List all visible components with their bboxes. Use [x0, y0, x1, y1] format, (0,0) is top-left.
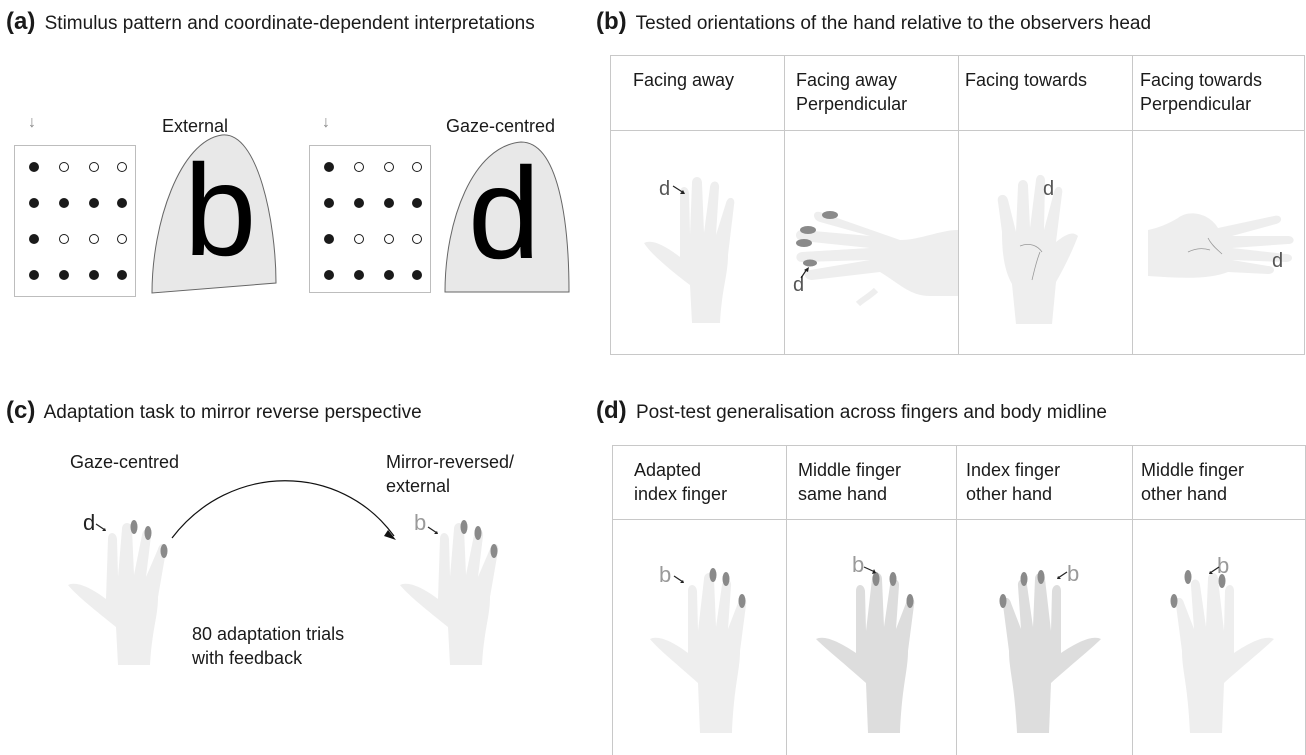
orientation-header-1: Facing away	[633, 70, 735, 90]
hand-index-other	[999, 570, 1101, 733]
filled-dot	[29, 198, 39, 208]
down-arrow-icon: ↓	[28, 114, 36, 131]
pointer-arrow-icon	[672, 185, 685, 194]
open-dot	[89, 234, 99, 244]
adaptation-arc-arrow	[171, 480, 396, 540]
mirror-reversed-label: Mirror-reversed/ external	[386, 452, 515, 496]
hand-facing-towards	[997, 174, 1078, 324]
hand-facing-towards-perpendicular	[1148, 213, 1294, 278]
letter-d-b1: d	[659, 178, 671, 200]
orientation-table	[610, 55, 1305, 355]
filled-dot	[324, 234, 334, 244]
filled-dot	[59, 198, 69, 208]
panel-c-tag: (c)	[6, 397, 36, 424]
filled-dot	[117, 270, 127, 280]
letter-b-d2: b	[852, 552, 865, 577]
down-arrow-icon: ↓	[322, 114, 330, 131]
panel-c-title: (c) Adaptation task to mirror reverse pe…	[6, 397, 422, 425]
open-dot	[89, 162, 99, 172]
generalisation-header-2: Middle finger same hand	[798, 460, 902, 504]
open-dot	[412, 162, 422, 172]
letter-d-gaze-centred: d	[468, 140, 541, 286]
hand-gaze-centred	[68, 520, 168, 665]
filled-dot	[324, 162, 334, 172]
panel-a-title-text: Stimulus pattern and coordinate-dependen…	[44, 13, 535, 34]
gaze-centred-label: Gaze-centred	[446, 116, 556, 136]
hand-facing-away	[644, 177, 735, 323]
open-dot	[384, 234, 394, 244]
dot-pattern-external	[14, 145, 136, 297]
pointer-arrow-icon	[1209, 566, 1220, 574]
filled-dot	[384, 198, 394, 208]
hand-facing-away-perpendicular	[796, 211, 958, 307]
orientation-header-2: Facing away Perpendicular	[796, 70, 908, 114]
open-dot	[117, 162, 127, 172]
filled-dot	[89, 270, 99, 280]
panel-d-title-text: Post-test generalisation across fingers …	[635, 402, 1107, 423]
hand-adapted-index	[650, 568, 747, 733]
filled-dot	[354, 270, 364, 280]
orientation-header-4: Facing towards Perpendicular	[1140, 70, 1263, 114]
open-dot	[354, 234, 364, 244]
filled-dot	[29, 234, 39, 244]
open-dot	[412, 234, 422, 244]
open-dot	[59, 234, 69, 244]
open-dot	[59, 162, 69, 172]
open-dot	[117, 234, 127, 244]
generalisation-header-3: Index finger other hand	[966, 460, 1061, 504]
pointer-arrow-icon	[1057, 571, 1068, 579]
filled-dot	[384, 270, 394, 280]
open-dot	[384, 162, 394, 172]
filled-dot	[29, 162, 39, 172]
generalisation-header-4: Middle finger other hand	[1141, 460, 1245, 504]
adaptation-caption: 80 adaptation trials with feedback	[192, 624, 345, 668]
filled-dot	[354, 198, 364, 208]
panel-b-title: (b) Tested orientations of the hand rela…	[596, 8, 1151, 36]
filled-dot	[324, 270, 334, 280]
filled-dot	[412, 270, 422, 280]
panel-d-tag: (d)	[596, 397, 627, 424]
pointer-arrow-icon	[800, 267, 809, 279]
filled-dot	[117, 198, 127, 208]
panel-c-title-text: Adaptation task to mirror reverse perspe…	[43, 402, 422, 423]
orientation-header-3: Facing towards	[965, 70, 1088, 90]
letter-d-b3: d	[1043, 178, 1055, 200]
panel-d-title: (d) Post-test generalisation across fing…	[596, 397, 1107, 425]
letter-d-b4: d	[1272, 250, 1284, 272]
pointer-arrow-icon	[863, 566, 876, 574]
letter-b-d4: b	[1217, 553, 1230, 578]
generalisation-header-1: Adapted index finger	[634, 460, 728, 504]
filled-dot	[412, 198, 422, 208]
dot-pattern-gaze-centred	[309, 145, 431, 293]
letter-b-d3: b	[1067, 561, 1080, 586]
pointer-arrow-icon	[673, 575, 684, 583]
hand-mirror-reversed	[400, 520, 499, 665]
external-label: External	[162, 116, 229, 136]
pointer-arrow-icon	[95, 523, 106, 531]
letter-b-external: b	[184, 137, 257, 283]
letter-b-d1: b	[659, 562, 672, 587]
hand-middle-other	[1170, 570, 1274, 733]
head-silhouette-gaze-centred	[444, 141, 570, 293]
panel-a-title: (a) Stimulus pattern and coordinate-depe…	[6, 8, 535, 36]
letter-d-b2: d	[793, 274, 805, 296]
letter-b-mirror: b	[414, 510, 427, 535]
pointer-arrow-icon	[427, 526, 438, 534]
filled-dot	[324, 198, 334, 208]
filled-dot	[29, 270, 39, 280]
panel-b-tag: (b)	[596, 8, 627, 35]
letter-d-gaze: d	[83, 510, 96, 535]
panel-a-tag: (a)	[6, 8, 36, 35]
filled-dot	[89, 198, 99, 208]
open-dot	[354, 162, 364, 172]
hand-middle-same	[816, 572, 915, 733]
head-silhouette-external	[151, 134, 277, 294]
panel-b-title-text: Tested orientations of the hand relative…	[635, 13, 1152, 34]
gaze-centred-label-c: Gaze-centred	[70, 452, 180, 472]
filled-dot	[59, 270, 69, 280]
